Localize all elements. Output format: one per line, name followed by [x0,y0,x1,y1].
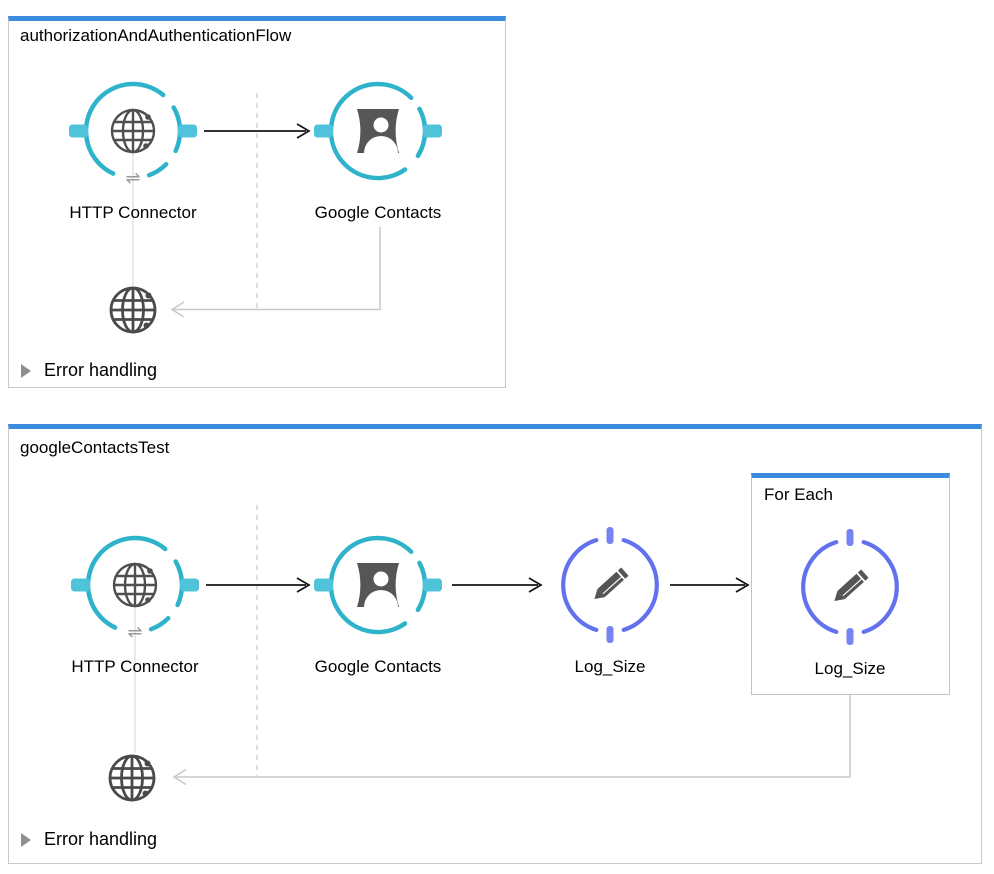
node-label-log-size: Log_Size [574,657,646,676]
node-logger-log-size[interactable] [546,521,674,649]
node-google-contacts[interactable] [314,67,442,195]
outbound-tab [180,578,199,592]
error-handling-label: Error handling [44,829,158,849]
logger-node-icon [801,529,899,645]
bottom-tab [606,626,614,643]
inbound-tab [314,578,333,592]
http-connector-icon [69,81,197,178]
error-handling-section[interactable]: Error handling [21,360,157,381]
node-label-google-contacts: Google Contacts [314,657,442,676]
for-each-scope-title: For Each [764,485,833,504]
node-http-connector[interactable] [71,521,199,649]
logger-node-icon [561,527,659,643]
disclosure-triangle-icon[interactable] [21,832,31,847]
outbound-tab [423,124,442,138]
swap-arrows-icon: ⇌ [125,168,141,188]
node-label-google-contacts: Google Contacts [314,203,442,222]
error-handling-section[interactable]: Error handling [21,829,157,850]
swap-arrows-icon: ⇌ [127,622,143,642]
for-each-scope-box[interactable] [751,473,950,695]
node-http-connector[interactable] [69,67,197,195]
globe-icon [109,286,157,334]
inbound-tab [71,578,90,592]
node-label-http-connector: HTTP Connector [71,657,199,676]
error-response-node[interactable] [106,752,158,804]
outbound-tab [178,124,197,138]
globe-icon [110,108,156,154]
flow-container-box[interactable] [8,424,982,864]
error-response-node[interactable] [107,284,159,336]
pencil-icon [594,567,629,600]
flow-title: authorizationAndAuthenticationFlow [20,26,292,45]
http-connector-icon [71,535,199,632]
google-contacts-node-icon [314,535,442,635]
bottom-tab [846,628,854,645]
inbound-tab [314,124,333,138]
flow-container-box[interactable] [8,16,506,388]
top-tab [606,527,614,544]
flow-title: googleContactsTest [20,438,170,457]
google-contacts-node-icon [314,81,442,181]
node-logger-log-size-in-for-each[interactable] [786,523,914,651]
disclosure-triangle-icon[interactable] [21,363,31,378]
contacts-icon [357,109,399,153]
node-label-http-connector: HTTP Connector [69,203,197,222]
node-google-contacts[interactable] [314,521,442,649]
inbound-tab [69,124,88,138]
pencil-icon [834,569,869,602]
contacts-icon [357,563,399,607]
top-tab [846,529,854,546]
outbound-tab [423,578,442,592]
globe-icon [108,754,156,802]
globe-icon [112,562,158,608]
error-handling-label: Error handling [44,360,158,380]
node-label-log-size-in-for-each: Log_Size [814,659,886,678]
